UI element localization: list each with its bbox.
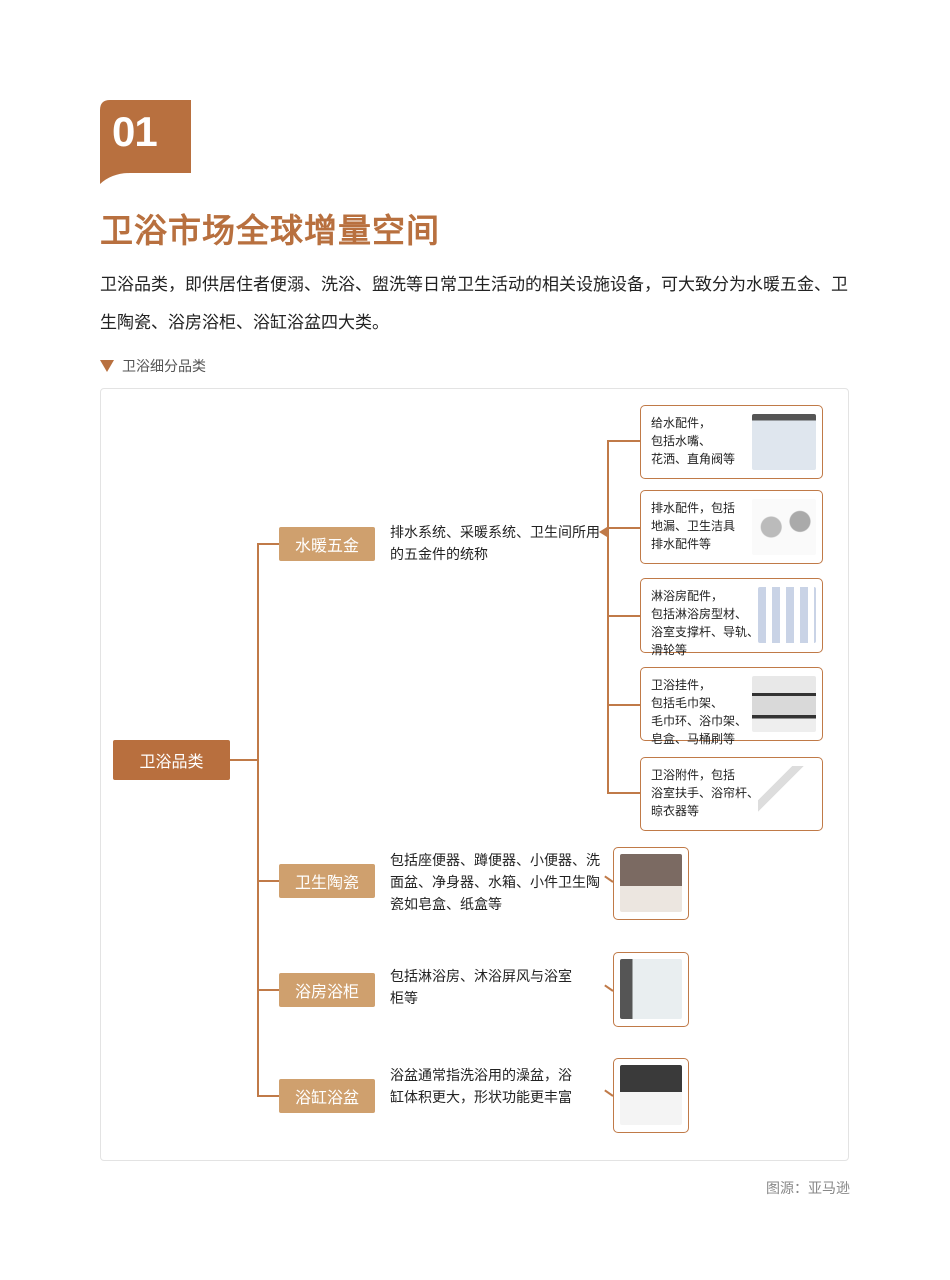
subcategory-text: 给水配件， 包括水嘴、 花洒、直角阀等	[651, 416, 736, 466]
arrow-icon	[599, 527, 607, 537]
connector	[607, 527, 640, 529]
category-desc: 浴盆通常指洗浴用的澡盆，浴缸体积更大，形状功能更丰富	[390, 1068, 572, 1106]
image-box	[613, 847, 689, 920]
grab-bar-image	[758, 766, 816, 822]
connector	[257, 543, 279, 545]
image-box	[613, 952, 689, 1027]
subcategory-box: 淋浴房配件， 包括淋浴房型材、 浴室支撑杆、导轨、 滑轮等	[640, 578, 823, 657]
category-desc: 包括淋浴房、沐浴屏风与浴室柜等	[390, 969, 572, 1007]
toilet-image	[620, 854, 682, 912]
subcategory-box: 卫浴挂件， 包括毛巾架、 毛巾环、浴巾架、 皂盒、马桶刷等	[640, 667, 823, 746]
bathtub-image	[620, 1065, 682, 1125]
connector	[257, 989, 279, 991]
connector	[607, 792, 640, 794]
image-source: 图源：亚马逊	[766, 1181, 850, 1197]
subcategory-text: 排水配件，包括 地漏、卫生洁具 排水配件等	[651, 501, 736, 551]
triangle-icon	[100, 360, 114, 372]
drain-image	[752, 499, 816, 555]
connector	[257, 1095, 279, 1097]
subsection-heading: 卫浴细分品类	[100, 356, 206, 376]
connector	[607, 704, 640, 706]
subcategory-text: 淋浴房配件， 包括淋浴房型材、 浴室支撑杆、导轨、 滑轮等	[651, 589, 760, 657]
subcategory-box: 排水配件，包括 地漏、卫生洁具 排水配件等	[640, 490, 823, 564]
category-desc: 包括座便器、蹲便器、小便器、洗面盆、净身器、水箱、小件卫生陶瓷如皂盒、纸盒等	[390, 853, 600, 913]
category-node-shower: 浴房浴柜	[279, 973, 375, 1007]
connector	[257, 543, 259, 1097]
page-title: 卫浴市场全球增量空间	[100, 211, 440, 250]
subcategory-text: 卫浴附件，包括 浴室扶手、浴帘杆、 晾衣器等	[651, 768, 760, 818]
shower-enclosure-image	[620, 959, 682, 1019]
bathroom-rack-image	[752, 676, 816, 732]
category-node-ceramics: 卫生陶瓷	[279, 864, 375, 898]
image-box	[613, 1058, 689, 1133]
connector	[257, 880, 279, 882]
category-tree-card	[100, 388, 849, 1161]
intro-paragraph: 卫浴品类，即供居住者便溺、洗浴、盥洗等日常卫生活动的相关设施设备，可大致分为水暖…	[100, 275, 848, 333]
category-desc: 排水系统、采暖系统、卫生间所用的五金件的统称	[390, 525, 600, 563]
connector	[607, 615, 640, 617]
connector	[607, 440, 640, 442]
connector	[230, 759, 258, 761]
root-node: 卫浴品类	[113, 740, 230, 780]
subcategory-box: 给水配件， 包括水嘴、 花洒、直角阀等	[640, 405, 823, 479]
subcategory-text: 卫浴挂件， 包括毛巾架、 毛巾环、浴巾架、 皂盒、马桶刷等	[651, 678, 748, 746]
subcategory-box: 卫浴附件，包括 浴室扶手、浴帘杆、 晾衣器等	[640, 757, 823, 831]
shower-room-parts-image	[758, 587, 816, 643]
shower-head-image	[752, 414, 816, 470]
section-badge	[100, 100, 191, 184]
category-node-bathtub: 浴缸浴盆	[279, 1079, 375, 1113]
category-node-plumbing: 水暖五金	[279, 527, 375, 561]
connector	[607, 440, 609, 794]
section-number: 01	[112, 108, 158, 155]
subsection-label: 卫浴细分品类	[122, 359, 206, 375]
